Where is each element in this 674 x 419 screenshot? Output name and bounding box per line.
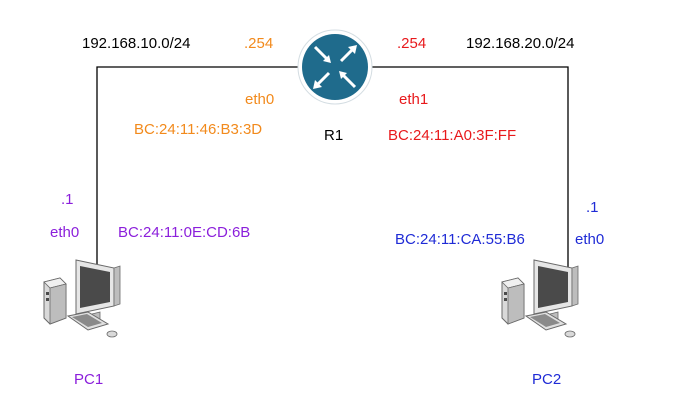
r1-eth0-host-label: .254	[244, 35, 274, 52]
r1-eth0-mac-label: BC:24:11:46:B3:3D	[134, 121, 263, 138]
pc1-iface-label: eth0	[50, 224, 80, 241]
pc1-computer-icon[interactable]	[43, 259, 121, 338]
link-r1-pc2	[370, 66, 569, 282]
r1-eth1-host-label: .254	[397, 35, 427, 52]
pc2-mac-label: BC:24:11:CA:55:B6	[395, 231, 525, 248]
pc2-host-label: .1	[586, 199, 599, 216]
pc1-mac-label: BC:24:11:0E:CD:6B	[118, 224, 251, 241]
pc2-computer-icon[interactable]	[501, 259, 579, 338]
pc2-name-label: PC2	[532, 371, 562, 388]
pc2-iface-label: eth0	[575, 231, 605, 248]
pc1-name-label: PC1	[74, 371, 104, 388]
network-right-label: 192.168.20.0/24	[466, 35, 575, 52]
r1-eth1-iface-label: eth1	[399, 91, 429, 108]
router-name-label: R1	[324, 127, 344, 144]
pc1-host-label: .1	[61, 191, 74, 208]
link-r1-pc1	[96, 66, 300, 282]
r1-eth0-iface-label: eth0	[245, 91, 275, 108]
network-left-label: 192.168.10.0/24	[82, 35, 191, 52]
r1-eth1-mac-label: BC:24:11:A0:3F:FF	[388, 127, 517, 144]
router-icon[interactable]	[297, 29, 373, 105]
